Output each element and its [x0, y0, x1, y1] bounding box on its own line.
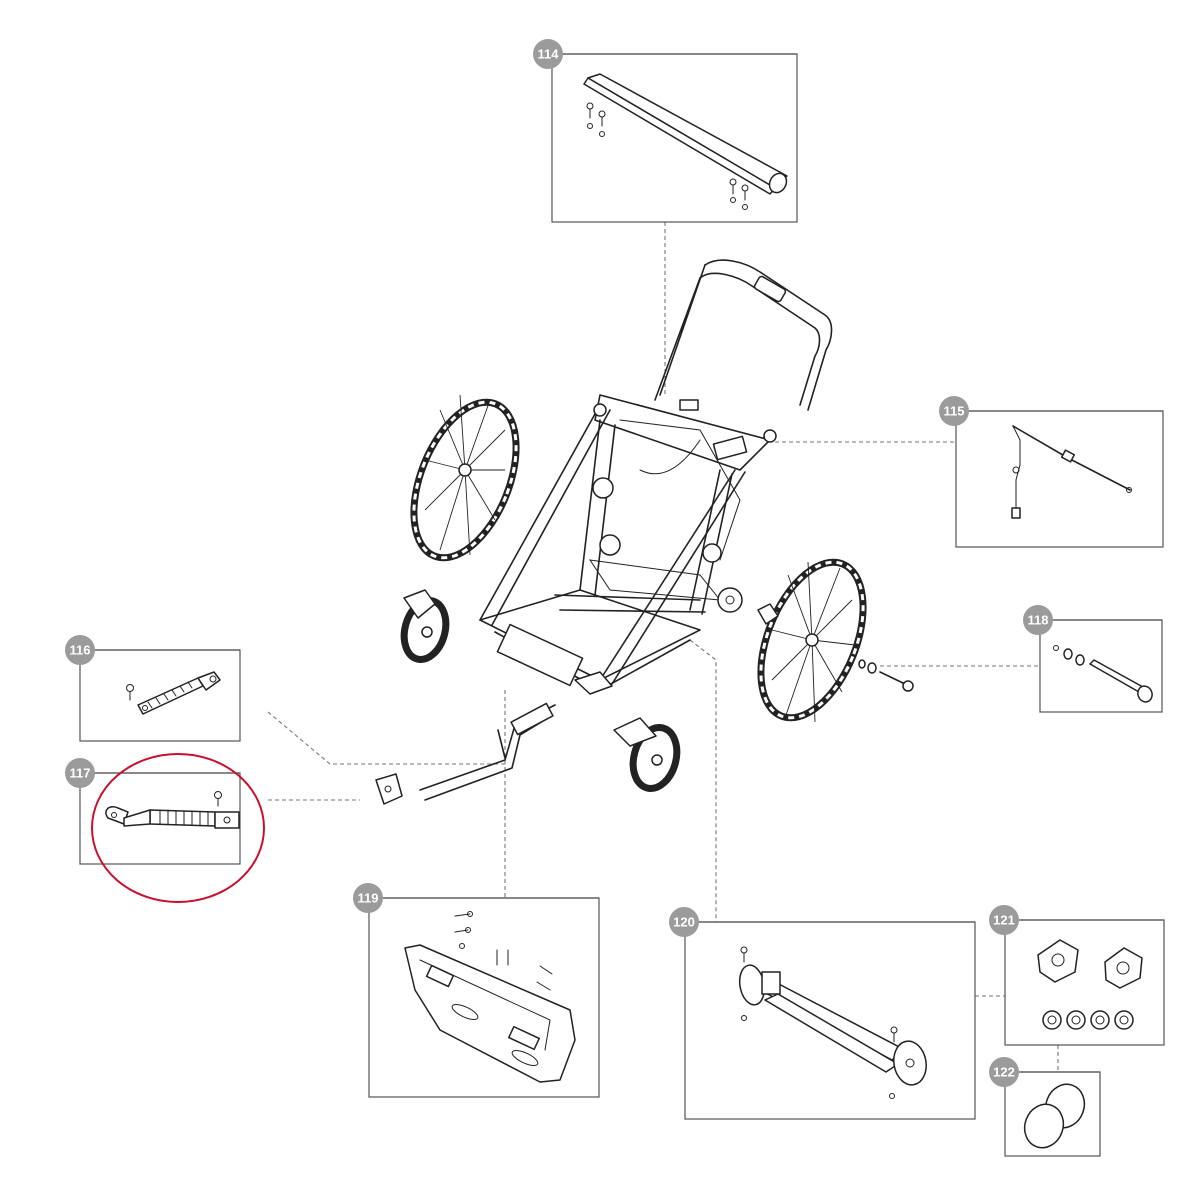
axle-screws	[740, 946, 898, 1099]
part-box-114[interactable]	[551, 53, 798, 223]
axle-set	[1053, 645, 1153, 703]
hub-caps	[1023, 1083, 1086, 1149]
washers	[1042, 1010, 1134, 1030]
callout-120[interactable]: 120	[669, 907, 975, 937]
callout-115[interactable]: 115	[939, 396, 1163, 426]
highlight-circle-117	[91, 753, 265, 903]
callout-122[interactable]: 122	[989, 1057, 1100, 1087]
callout-116[interactable]: 116	[65, 635, 240, 665]
tether-strap-short	[126, 671, 221, 715]
part-box-118[interactable]	[1039, 619, 1163, 713]
cable-assembly	[1011, 425, 1132, 519]
callout-label: 120	[673, 915, 695, 930]
part-box-121[interactable]	[1004, 919, 1165, 1046]
callout-label: 119	[358, 891, 379, 906]
callout-label: 122	[993, 1065, 1015, 1080]
bumper-screws	[454, 911, 553, 991]
callout-117[interactable]: 117	[65, 758, 240, 788]
callout-label: 118	[1028, 613, 1049, 628]
brake-calipers	[1037, 939, 1143, 1030]
front-bumper	[404, 911, 576, 1083]
front-wheel-right	[613, 717, 681, 792]
stroller-chassis	[375, 259, 914, 805]
callout-119[interactable]: 119	[353, 883, 599, 913]
screws-right	[729, 178, 749, 210]
callout-118[interactable]: 118	[1023, 605, 1162, 635]
crossbar-tube	[583, 73, 788, 210]
leader-120	[689, 639, 717, 922]
part-box-116[interactable]	[79, 649, 241, 742]
rear-axle-assembly	[738, 946, 927, 1099]
part-box-122[interactable]	[1004, 1071, 1101, 1157]
leader-lines	[267, 222, 1059, 1072]
callout-label: 116	[70, 643, 91, 658]
part-box-119[interactable]	[368, 897, 600, 1098]
tether-strap-long	[105, 791, 240, 829]
callout-label: 121	[993, 913, 1015, 928]
callout-label: 115	[944, 404, 965, 419]
screws-left	[586, 102, 606, 137]
left-wheel	[410, 394, 520, 562]
front-wheel-left	[400, 589, 450, 663]
part-box-117[interactable]	[79, 772, 241, 865]
part-box-115[interactable]	[955, 410, 1164, 548]
callout-114[interactable]: 114	[533, 39, 797, 69]
leader-116	[267, 711, 505, 765]
right-wheel	[757, 558, 867, 723]
callout-121[interactable]: 121	[989, 905, 1164, 935]
callout-label: 117	[70, 766, 91, 781]
tow-arm	[375, 702, 556, 805]
part-box-120[interactable]	[684, 921, 976, 1120]
callout-label: 114	[538, 47, 560, 62]
